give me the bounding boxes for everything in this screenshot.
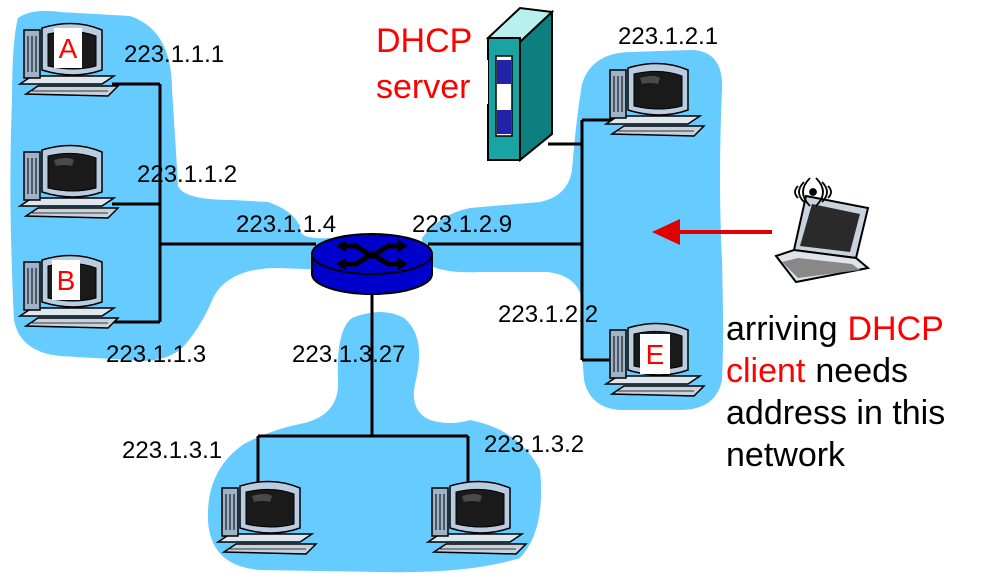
address-host-e: 223.1.2.2	[498, 301, 598, 328]
caption-line3: address in this	[726, 394, 945, 432]
router-icon[interactable]	[311, 233, 433, 295]
dhcp-server-label-line1: DHCP	[376, 22, 472, 60]
router-interface-subnet3: 223.1.3.27	[292, 341, 405, 368]
address-host-223-1-3-2: 223.1.3.2	[484, 431, 584, 458]
server-icon	[485, 6, 555, 163]
caption-word-arriving: arriving	[726, 310, 837, 348]
address-host-223-1-2-1: 223.1.2.1	[618, 23, 718, 50]
dhcp-server-label-line2: server	[376, 68, 470, 106]
wireless-signal-icon	[794, 177, 832, 207]
host-tag-E: E	[640, 334, 670, 374]
host-tag-label-a: A	[59, 33, 78, 64]
laptop-icon[interactable]	[774, 194, 871, 284]
router-interface-subnet1: 223.1.1.4	[236, 211, 336, 238]
host-tag-A: A	[54, 28, 82, 68]
caption-line1: arriving DHCP	[726, 310, 944, 348]
host-tag-B: B	[52, 260, 80, 300]
caption-line4: network	[726, 436, 846, 474]
router-interface-subnet2: 223.1.2.9	[412, 211, 512, 238]
subnet-2-blob	[422, 50, 723, 410]
host-tag-label-e: E	[646, 339, 665, 370]
caption-word-needs: needs	[815, 352, 908, 390]
caption-word-dhcp: DHCP	[847, 310, 943, 348]
address-host-b: 223.1.1.3	[106, 341, 206, 368]
address-host-223-1-3-1: 223.1.3.1	[122, 437, 222, 464]
network-links	[112, 82, 614, 490]
address-host-a: 223.1.1.1	[124, 41, 224, 68]
left-arrow-icon	[652, 219, 772, 245]
address-host-223-1-1-2: 223.1.1.2	[137, 161, 237, 188]
dhcp-server-label: DHCP server	[376, 22, 488, 106]
host-tag-label-b: B	[57, 265, 76, 296]
caption-word-client: client	[726, 352, 806, 390]
